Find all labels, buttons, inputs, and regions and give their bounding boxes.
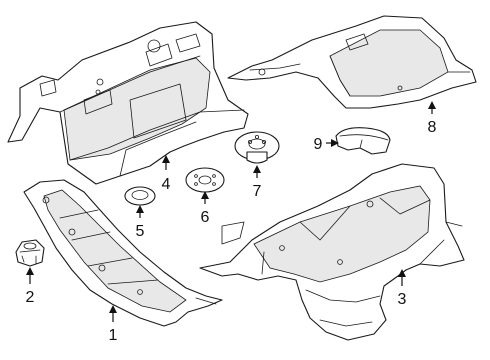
callout-7: 7 xyxy=(253,183,262,200)
part-5-plug xyxy=(124,186,156,206)
part-3-rear-floor-structure xyxy=(199,163,465,341)
callout-6: 6 xyxy=(201,209,210,226)
part-4-trunk-pan xyxy=(7,21,249,185)
part-6-plug xyxy=(185,167,225,193)
callout-3: 3 xyxy=(398,291,407,308)
arrowhead-9 xyxy=(331,139,339,147)
part-9-bracket xyxy=(335,127,391,155)
callout-5: 5 xyxy=(136,223,145,240)
leader-lines xyxy=(26,101,436,322)
arrowhead-5 xyxy=(136,205,144,213)
callout-1: 1 xyxy=(109,327,118,344)
callout-4: 4 xyxy=(162,176,171,193)
arrowhead-6 xyxy=(201,191,209,199)
arrowhead-2 xyxy=(26,267,34,275)
arrowhead-8 xyxy=(428,101,436,109)
callout-9: 9 xyxy=(314,136,323,153)
arrowhead-3 xyxy=(398,269,406,277)
part-1-side-rail xyxy=(23,179,223,327)
part-8-rear-floor-panel xyxy=(227,15,477,109)
callout-labels: 1 2 3 4 5 6 7 8 9 xyxy=(26,119,437,344)
arrowhead-4 xyxy=(162,155,170,163)
arrowhead-1 xyxy=(109,305,117,313)
part-7-plug xyxy=(234,131,280,164)
callout-8: 8 xyxy=(428,119,437,136)
part-2-nut xyxy=(15,239,45,267)
callout-2: 2 xyxy=(26,289,35,306)
arrowhead-7 xyxy=(253,165,261,173)
